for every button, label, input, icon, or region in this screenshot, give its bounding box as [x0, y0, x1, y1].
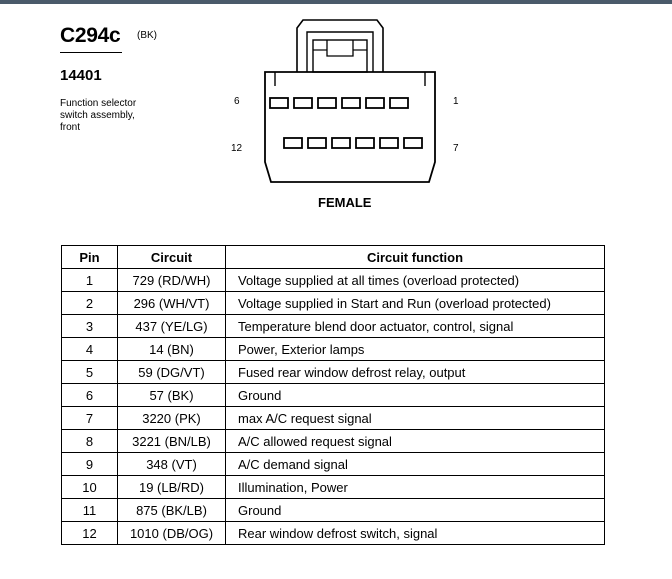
cell-circuit: 348 (VT) — [117, 452, 226, 476]
cell-pin: 4 — [61, 337, 118, 361]
cell-circuit: 14 (BN) — [117, 337, 226, 361]
description-line: front — [60, 122, 81, 133]
cell-pin: 11 — [61, 498, 118, 522]
cavity-row-top — [269, 97, 409, 109]
cell-function: Voltage supplied in Start and Run (overl… — [225, 291, 605, 315]
pin-label-1: 1 — [453, 96, 459, 107]
cell-function: Rear window defrost switch, signal — [225, 521, 605, 545]
connector-id: C294c — [60, 24, 121, 47]
cell-function: Ground — [225, 383, 605, 407]
description-line: switch assembly, — [60, 110, 135, 121]
cell-function: A/C demand signal — [225, 452, 605, 476]
part-number: 14401 — [60, 67, 102, 84]
cell-pin: 10 — [61, 475, 118, 499]
cell-function: Ground — [225, 498, 605, 522]
table-header-row: Pin Circuit Circuit function — [61, 245, 605, 269]
cell-function: Power, Exterior lamps — [225, 337, 605, 361]
cell-function: Illumination, Power — [225, 475, 605, 499]
pin-label-6: 6 — [234, 96, 240, 107]
cell-pin: 12 — [61, 521, 118, 545]
cell-circuit: 3221 (BN/LB) — [117, 429, 226, 453]
cell-pin: 9 — [61, 452, 118, 476]
cell-function: Voltage supplied at all times (overload … — [225, 268, 605, 292]
pin-label-12: 12 — [231, 143, 243, 154]
component-description: Function selector switch assembly, front — [60, 98, 180, 134]
cell-function: Temperature blend door actuator, control… — [225, 314, 605, 338]
header-function: Circuit function — [225, 245, 605, 269]
header-pin: Pin — [61, 245, 118, 269]
connector-color: (BK) — [137, 30, 157, 41]
connector-diagram — [264, 19, 436, 183]
cell-pin: 8 — [61, 429, 118, 453]
title-underline — [60, 52, 122, 53]
cell-function: Fused rear window defrost relay, output — [225, 360, 605, 384]
cavity-row-bottom — [283, 137, 423, 149]
cell-pin: 2 — [61, 291, 118, 315]
cell-circuit: 875 (BK/LB) — [117, 498, 226, 522]
cell-circuit: 729 (RD/WH) — [117, 268, 226, 292]
connector-gender: FEMALE — [318, 195, 372, 210]
cell-pin: 6 — [61, 383, 118, 407]
cell-circuit: 59 (DG/VT) — [117, 360, 226, 384]
pin-label-7: 7 — [453, 143, 459, 154]
header-circuit: Circuit — [117, 245, 226, 269]
cell-pin: 1 — [61, 268, 118, 292]
cell-circuit: 57 (BK) — [117, 383, 226, 407]
description-line: Function selector — [60, 98, 137, 109]
cell-pin: 7 — [61, 406, 118, 430]
cell-circuit: 296 (WH/VT) — [117, 291, 226, 315]
cell-function: max A/C request signal — [225, 406, 605, 430]
top-border — [0, 0, 672, 4]
cell-function: A/C allowed request signal — [225, 429, 605, 453]
cell-circuit: 1010 (DB/OG) — [117, 521, 226, 545]
cell-circuit: 3220 (PK) — [117, 406, 226, 430]
cell-pin: 3 — [61, 314, 118, 338]
cell-pin: 5 — [61, 360, 118, 384]
cell-circuit: 19 (LB/RD) — [117, 475, 226, 499]
cell-circuit: 437 (YE/LG) — [117, 314, 226, 338]
